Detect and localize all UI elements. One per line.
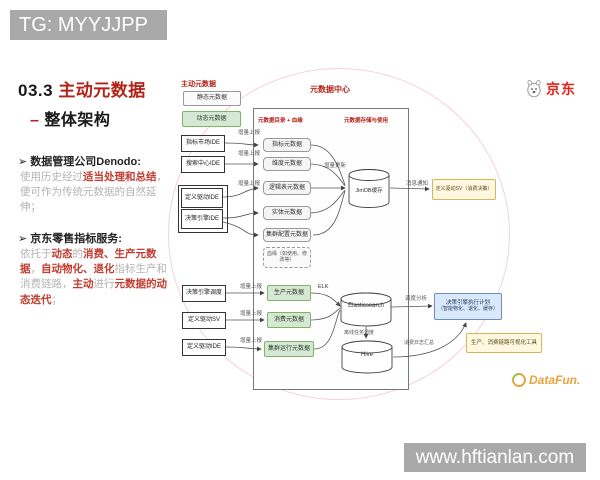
legend-title: 主动元数据 — [181, 81, 216, 88]
source-box-metric-market: 指标市场IDE — [181, 135, 225, 152]
section-catalog-label: 元数据目录 + 血缘 — [258, 118, 303, 124]
metadata-center-title: 元数据中心 — [310, 85, 350, 94]
text-segment-em: 消费、生产元数据 — [20, 248, 157, 276]
text-segment: 使用历史经过 — [20, 171, 83, 183]
watermark-top-banner: TG: MYYJJPP — [10, 10, 167, 40]
update-label: 增量更新 — [324, 163, 347, 169]
text-segment-em: 主动 — [72, 278, 94, 291]
source-box-define-driven-sv: 定义驱动SV — [182, 312, 226, 329]
title-number: 03.3 — [18, 81, 59, 100]
bullet-jd-heading: ➢ 京东零售指标服务: — [18, 233, 122, 245]
datafun-logo-text: DataFun. — [529, 373, 581, 387]
visualization-tool-box: 生产、消费链路可视化工具 — [466, 333, 542, 353]
jimdb-label: JimDB缓存 — [355, 188, 383, 194]
text-segment-em: 元数据的动态迭代 — [20, 278, 167, 306]
offline-schedule-label: 离线任务调度 — [344, 330, 375, 336]
text-segment: ； — [51, 293, 63, 306]
jd-logo-text: 京东 — [546, 81, 576, 97]
green-box-consume: 消费元数据 — [267, 312, 311, 328]
text-segment: ， — [30, 263, 42, 276]
source-box-decision-engine-ide: 决策引擎IDE — [181, 209, 223, 229]
plan-box-line2: （智能物化、退化、缓存） — [437, 305, 498, 312]
consume-decision-box: 定义驱动SV（消费决策） — [432, 179, 496, 200]
notify-label: 消息通知 — [406, 181, 429, 187]
text-segment: 的 — [72, 248, 84, 260]
text-segment-em: 动态 — [51, 248, 73, 260]
subtitle-text: 整体架构 — [44, 112, 111, 129]
catalog-box-entity: 实体元数据 — [263, 206, 311, 220]
section-storage-label: 元数据存储与使用 — [344, 118, 389, 124]
text-segment: 进行 — [93, 278, 115, 291]
datafun-logo: DataFun. — [509, 370, 581, 390]
text-segment-em: 自动物化、退化 — [41, 263, 115, 276]
bullet-jd-body: 依托于动态的消费、生产元数据，自动物化、退化指标生产和消费链路，主动进行元数据的… — [20, 247, 172, 308]
plan-box-line1: 决策引擎执行计划 — [445, 300, 490, 307]
elk-label: ELK — [318, 284, 329, 290]
consume-log-label: 消费日志汇总 — [404, 340, 435, 346]
page-title: 03.3 主动元数据 — [18, 76, 146, 101]
catalog-box-metric: 指标元数据 — [263, 138, 311, 152]
source-group-frame — [178, 185, 228, 233]
catalog-box-dimension: 维度元数据 — [263, 157, 311, 171]
watermark-bottom-banner: www.hftianlan.com — [404, 443, 586, 472]
green-box-produce: 生产元数据 — [267, 285, 311, 301]
title-main: 主动元数据 — [58, 81, 146, 100]
schedule-analysis-label: 调度分析 — [405, 296, 428, 302]
catalog-box-logical-table: 逻辑表元数据 — [263, 181, 311, 195]
jd-logo: 京东 — [524, 78, 576, 100]
catalog-box-lineage-dashed: 血缘（如使用、修改等） — [263, 247, 311, 268]
upload-label: 增量上报 — [238, 130, 261, 136]
source-box-define-driven-ide2: 定义驱动IDE — [182, 339, 226, 356]
catalog-box-cluster-config: 集群配置元数据 — [263, 228, 311, 242]
upload-label: 增量上报 — [238, 151, 261, 157]
text-segment-em: 适当处理和总结 — [83, 171, 157, 183]
hive-label: Hive — [360, 352, 373, 358]
jd-dog-icon — [527, 80, 541, 98]
upload-label: 增量上报 — [240, 284, 263, 290]
upload-label: 增量上报 — [240, 338, 263, 344]
page-subtitle: – 整体架构 — [30, 106, 110, 130]
decorative-ellipse — [168, 68, 510, 400]
bullet-denodo-body: 使用历史经过适当处理和总结，便可作为传统元数据的自然延伸； — [20, 170, 172, 216]
watermark-top-text: TG: MYYJJPP — [19, 13, 148, 36]
datafun-swirl-icon — [509, 370, 529, 390]
source-box-decision-schedule: 决策引擎调度 — [182, 285, 226, 302]
green-box-cluster-run: 集群运行元数据 — [264, 341, 314, 357]
text-segment: 指标生产和消费链路， — [20, 263, 167, 291]
legend-static-box: 静态元数据 — [183, 91, 241, 106]
source-box-search-center: 搜索中心IDE — [181, 156, 225, 173]
elasticsearch-label: Elasticsearch — [348, 303, 384, 309]
execution-plan-box: 决策引擎执行计划 （智能物化、退化、缓存） — [434, 293, 502, 320]
source-box-define-driven-ide: 定义驱动IDE — [181, 188, 223, 208]
bullet-denodo-heading: ➢ 数据管理公司Denodo: — [18, 156, 141, 168]
subtitle-dash: – — [30, 112, 45, 129]
upload-label: 增量上报 — [238, 181, 261, 187]
upload-label: 增量上报 — [240, 311, 263, 317]
watermark-url-text: www.hftianlan.com — [415, 446, 575, 468]
legend-dynamic-box: 动态元数据 — [182, 111, 241, 127]
text-segment: 依托于 — [20, 248, 52, 260]
text-segment: ，便可作为传统元数据的自然延伸； — [20, 171, 167, 214]
